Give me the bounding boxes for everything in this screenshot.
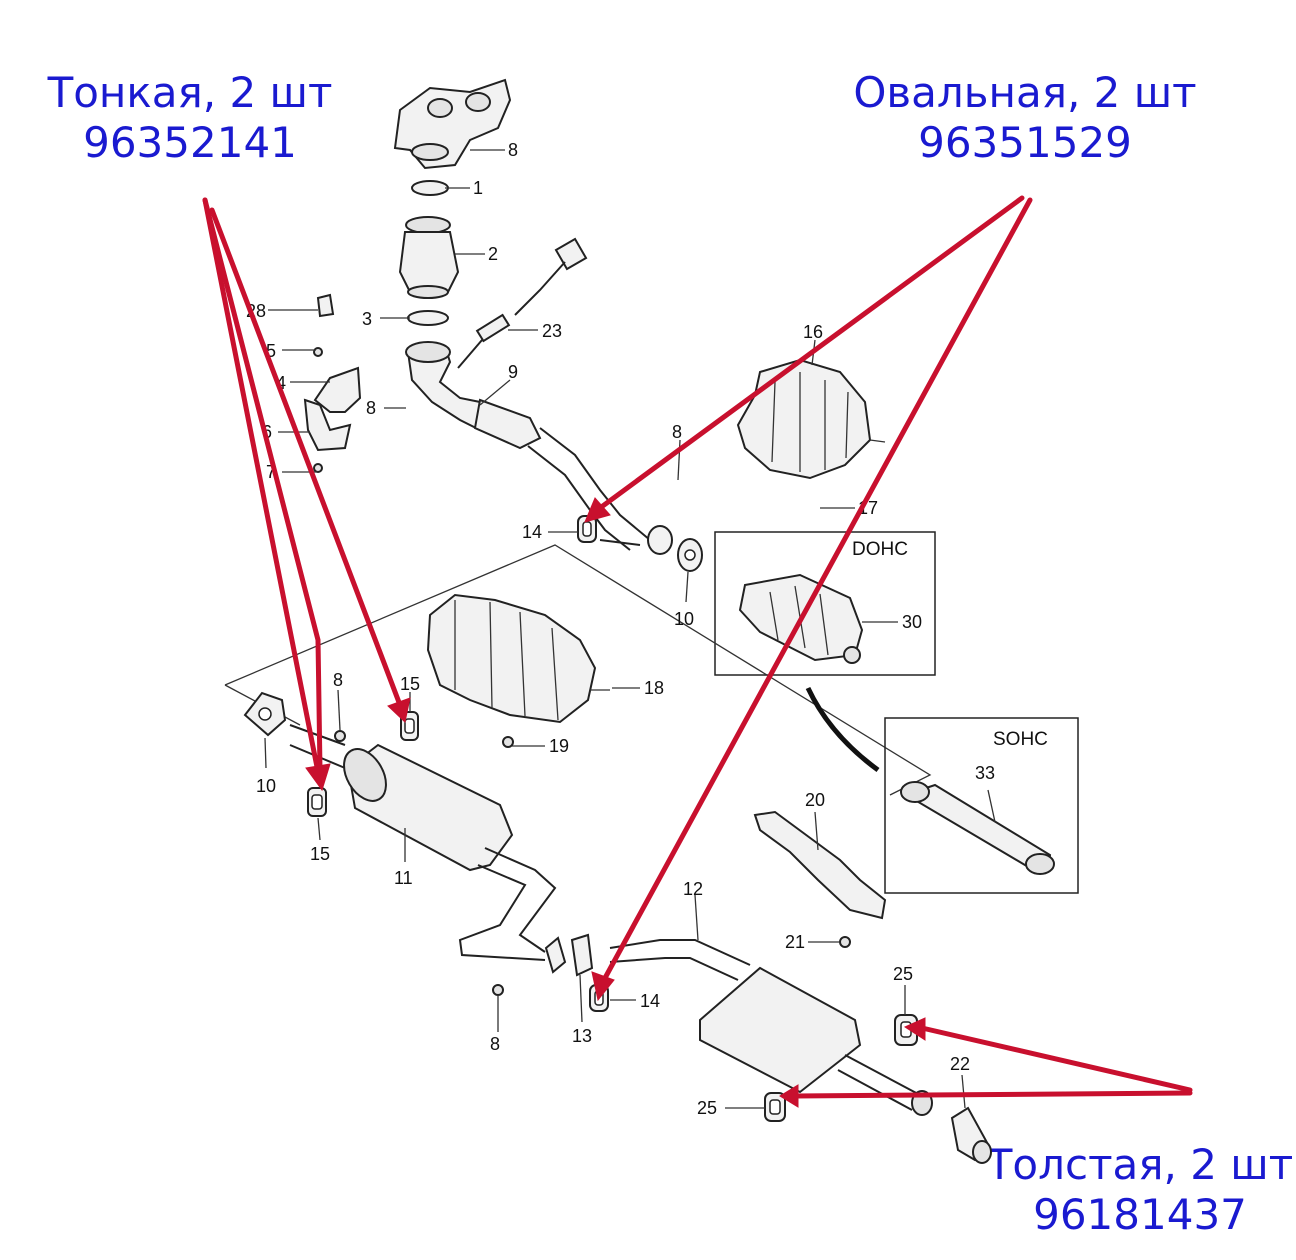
part-label-33: 33 xyxy=(975,763,995,783)
callout-oval-name: Овальная, 2 шт xyxy=(853,68,1197,117)
part-label-15: 15 xyxy=(310,844,330,864)
part-label-13: 13 xyxy=(572,1026,592,1046)
connector-arrow xyxy=(805,686,880,773)
part-label-10: 10 xyxy=(256,776,276,796)
oval-mount-arrows xyxy=(584,195,1033,1002)
part-label-5: 5 xyxy=(266,341,276,361)
callout-thin-mount: Тонкая, 2 шт 96352141 xyxy=(40,68,340,169)
part-label-25: 25 xyxy=(697,1098,717,1118)
part-label-18: 18 xyxy=(644,678,664,698)
leader-lines xyxy=(264,149,996,1109)
part-label-8: 8 xyxy=(366,398,376,418)
thick-mount-arrows xyxy=(779,1017,1193,1108)
part-label-19: 19 xyxy=(549,736,569,756)
bracket-assembly xyxy=(303,293,362,473)
part-label-14: 14 xyxy=(640,991,660,1011)
rear-muffler-12 xyxy=(609,939,933,1116)
part-label-15: 15 xyxy=(400,674,420,694)
heat-shield-20 xyxy=(753,810,887,948)
thick-mount-25-lower xyxy=(764,1092,786,1122)
catalytic-converter-2 xyxy=(398,216,460,299)
part-label-21: 21 xyxy=(785,932,805,952)
part-label-7: 7 xyxy=(266,462,276,482)
exhaust-manifold xyxy=(393,78,512,170)
callout-thick-mount: Толстая, 2 шт 96181437 xyxy=(985,1140,1295,1241)
part-label-1: 1 xyxy=(473,178,483,198)
dohc-label: DOHC xyxy=(852,539,908,560)
part-label-11: 11 xyxy=(394,868,413,888)
part-number-labels: 8 1 2 3 23 28 5 4 6 7 8 9 16 8 17 14 10 … xyxy=(246,140,1048,1118)
part-label-8: 8 xyxy=(508,140,518,160)
tail-tip-22 xyxy=(950,1106,992,1164)
oxygen-sensor-23 xyxy=(457,237,588,369)
part-label-3: 3 xyxy=(362,309,372,329)
callout-oval-mount: Овальная, 2 шт 96351529 xyxy=(840,68,1210,169)
sohc-box xyxy=(884,717,1079,894)
part-label-25: 25 xyxy=(893,964,913,984)
muffler-11 xyxy=(289,724,557,961)
callout-oval-code: 96351529 xyxy=(918,118,1132,168)
part-label-8: 8 xyxy=(672,422,682,442)
part-label-12: 12 xyxy=(683,879,703,899)
part-label-2: 2 xyxy=(488,244,498,264)
part-label-8: 8 xyxy=(333,670,343,690)
part-label-9: 9 xyxy=(508,362,518,382)
flange-13 xyxy=(492,933,594,996)
flange-10-lower xyxy=(243,691,287,737)
part-label-20: 20 xyxy=(805,790,825,810)
part-label-8: 8 xyxy=(490,1034,500,1054)
callout-thick-code: 96181437 xyxy=(1033,1190,1247,1240)
part-label-4: 4 xyxy=(276,373,286,393)
callout-thin-code: 96352141 xyxy=(83,118,297,168)
callout-thin-name: Тонкая, 2 шт xyxy=(47,68,333,117)
part-label-22: 22 xyxy=(950,1054,970,1074)
callout-thick-name: Толстая, 2 шт xyxy=(986,1140,1294,1189)
thin-mount-arrows xyxy=(202,197,411,792)
thin-mount-15-lower xyxy=(307,787,327,817)
part-label-30: 30 xyxy=(902,612,922,632)
gasket-1 xyxy=(411,180,449,196)
part-label-16: 16 xyxy=(803,322,823,342)
heat-shield-18 xyxy=(426,593,610,748)
part-label-23: 23 xyxy=(542,321,562,341)
sohc-label: SOHC xyxy=(993,729,1048,750)
part-label-10: 10 xyxy=(674,609,694,629)
gasket-3 xyxy=(407,310,449,326)
heat-shield-16 xyxy=(736,358,886,480)
part-label-14: 14 xyxy=(522,522,542,542)
flange-10-upper xyxy=(677,538,703,572)
